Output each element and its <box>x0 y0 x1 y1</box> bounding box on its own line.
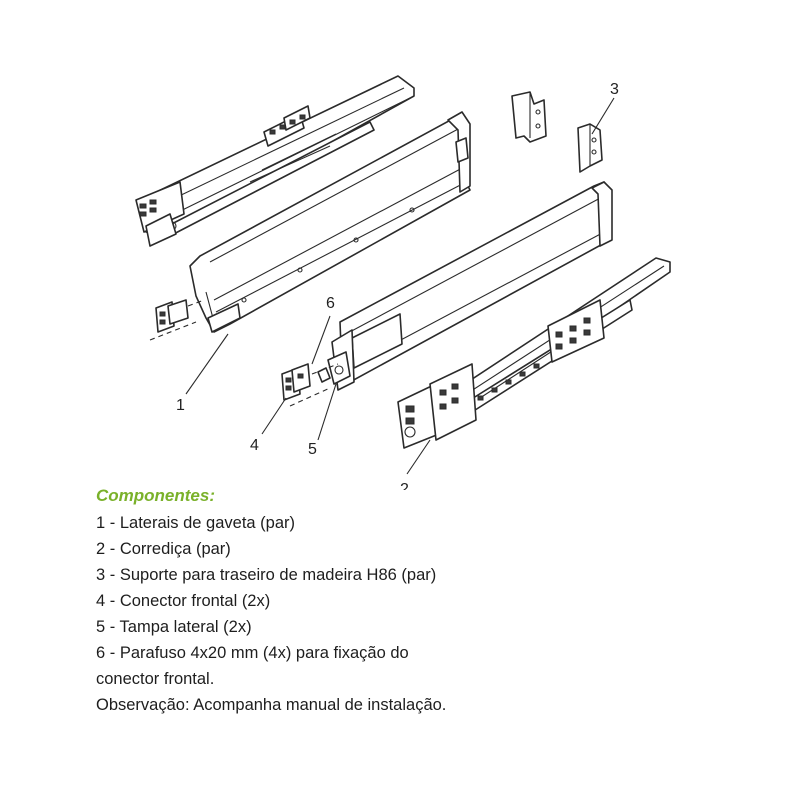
legend-title: Componentes: <box>96 486 215 505</box>
screw <box>311 363 339 383</box>
leader-lines <box>185 97 615 475</box>
runner-right <box>397 257 671 449</box>
components-legend: Componentes: 1 - Laterais de gaveta (par… <box>96 486 776 718</box>
diagram-canvas: 1 2 3 4 5 6 <box>135 75 671 490</box>
legend-item-3: 3 - Suporte para traseiro de madeira H86… <box>96 566 437 584</box>
drawer-side-left <box>189 111 471 333</box>
legend-item-1: 1 - Laterais de gaveta (par) <box>96 514 296 532</box>
runner-left <box>135 75 415 247</box>
legend-item-4: 4 - Conector frontal (2x) <box>96 592 271 610</box>
legend-note: Observação: Acompanha manual de instalaç… <box>96 696 447 714</box>
legend-item-6: 6 - Parafuso 4x20 mm (4x) para fixação d… <box>96 644 409 662</box>
callout-1: 1 <box>176 397 185 414</box>
exploded-diagram: 1 2 3 4 5 6 <box>135 75 671 490</box>
callout-2: 2 <box>400 481 409 490</box>
front-connector-lower <box>281 363 331 407</box>
callout-5: 5 <box>308 441 317 458</box>
front-connector-upper <box>149 299 205 341</box>
legend-item-2: 2 - Corrediça (par) <box>96 540 231 558</box>
callout-4: 4 <box>250 437 259 454</box>
legend-item-5: 5 - Tampa lateral (2x) <box>96 618 252 636</box>
callout-3: 3 <box>610 81 619 98</box>
callout-6: 6 <box>326 295 335 312</box>
side-cap <box>327 351 351 385</box>
legend-item-6-continued: conector frontal. <box>96 670 215 688</box>
rear-bracket-1 <box>511 91 547 143</box>
rear-bracket-2 <box>577 123 603 173</box>
drawer-side-right <box>331 181 613 391</box>
